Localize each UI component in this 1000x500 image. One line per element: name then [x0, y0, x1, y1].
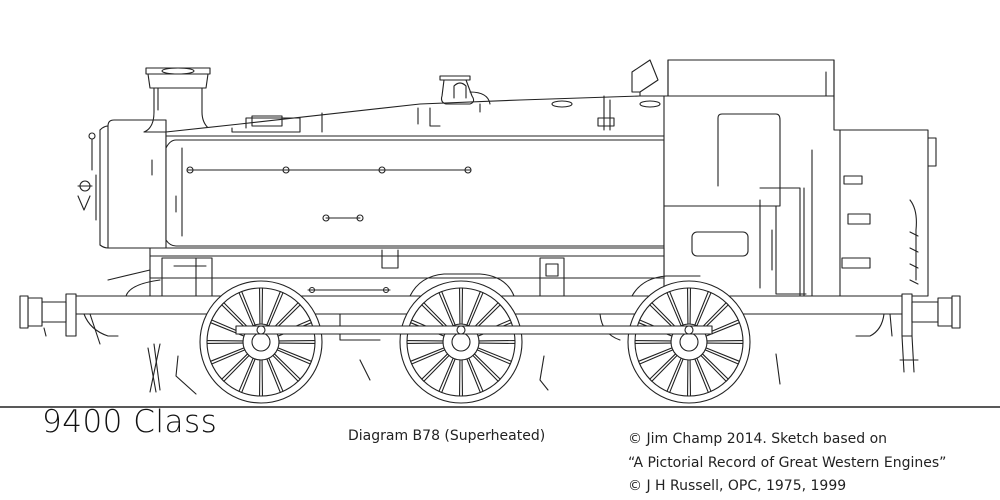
- chimney: [144, 68, 214, 132]
- wheel-spoke: [635, 341, 671, 344]
- wheel-spoke: [650, 354, 677, 381]
- wheel-spoke: [667, 292, 683, 326]
- wheel-spoke: [701, 354, 728, 381]
- pannier-tank: [166, 140, 664, 246]
- driving-wheel: [400, 281, 522, 403]
- wheel-spoke: [273, 354, 300, 381]
- safety-valve-bonnet: [440, 76, 660, 112]
- wheel-spoke: [707, 341, 743, 344]
- credit-line-3: © J H Russell, OPC, 1975, 1999: [628, 478, 847, 494]
- wheel-spoke: [477, 348, 511, 364]
- cab: [664, 60, 936, 296]
- wheel-spoke: [688, 288, 691, 324]
- running-plate: [108, 248, 700, 296]
- wheel-spoke: [407, 341, 443, 344]
- wheel-spoke: [260, 360, 263, 396]
- wheel-spoke: [695, 292, 711, 326]
- coupling-rod: [236, 326, 712, 334]
- wheel-spoke: [422, 354, 449, 381]
- buffer-beam-front: [20, 294, 76, 336]
- wheel-spoke: [439, 292, 455, 326]
- credit-line-1: © Jim Champ 2014. Sketch based on: [628, 431, 888, 447]
- wheel-spoke: [688, 360, 691, 396]
- wheel-spoke: [667, 358, 683, 392]
- wheel-spoke: [267, 358, 283, 392]
- wheel-spoke: [460, 360, 463, 396]
- wheel-spoke: [639, 348, 673, 364]
- wheel-spoke: [211, 348, 245, 364]
- wheel-spoke: [277, 348, 311, 364]
- brake-gear: [176, 354, 780, 394]
- wheel-spoke: [207, 341, 243, 344]
- buffer-beam-rear: [900, 294, 960, 372]
- wheel-spoke: [473, 354, 500, 381]
- leading-wheel: [200, 281, 322, 403]
- top-feed-and-whistles: [598, 60, 658, 130]
- diagram-label: Diagram B78 (Superheated): [348, 428, 546, 444]
- wheel-spoke: [479, 341, 515, 344]
- wheel-spoke: [279, 341, 315, 344]
- wheel-spoke: [467, 292, 483, 326]
- wheel-spoke: [460, 288, 463, 324]
- wheel-spoke: [411, 348, 445, 364]
- smokebox: [78, 120, 166, 248]
- class-title: 9400 Class: [42, 404, 218, 440]
- credits: © Jim Champ 2014. Sketch based on “A Pic…: [628, 428, 946, 499]
- front-footstep: [148, 344, 160, 392]
- locomotive-drawing: [0, 0, 1000, 410]
- wheel-spoke: [239, 292, 255, 326]
- credit-line-2: “A Pictorial Record of Great Western Eng…: [628, 454, 947, 471]
- wheel-spoke: [467, 358, 483, 392]
- wheel-spoke: [695, 358, 711, 392]
- wheel-spoke: [267, 292, 283, 326]
- wheel-spoke: [222, 354, 249, 381]
- wheel-spoke: [260, 288, 263, 324]
- wheel-spoke: [239, 358, 255, 392]
- wheel-spoke: [705, 348, 739, 364]
- trailing-wheel: [628, 281, 750, 403]
- wheel-spoke: [439, 358, 455, 392]
